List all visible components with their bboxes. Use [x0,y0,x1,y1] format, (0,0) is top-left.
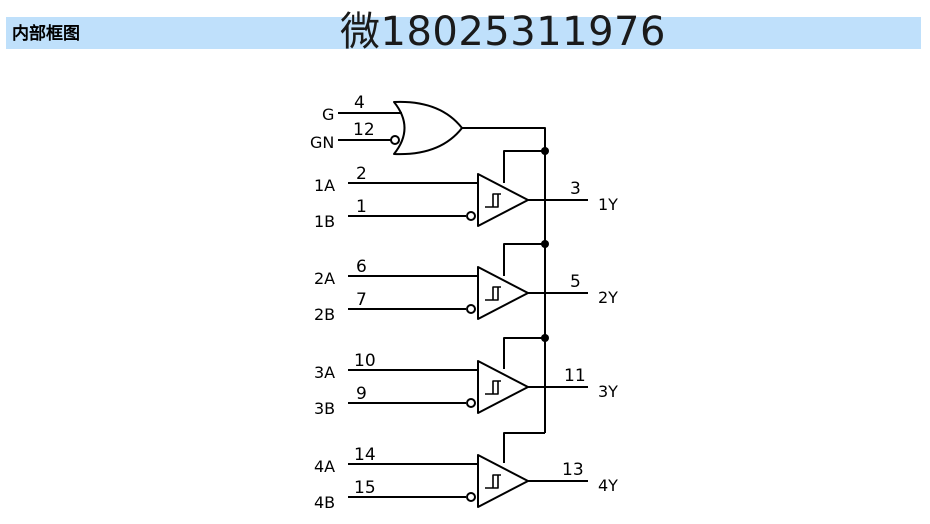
signal-label-y: 3Y [598,382,618,401]
header-banner [6,17,921,49]
enable-tap-4 [503,432,545,463]
pin-label-b: 7 [356,290,367,310]
buffer-triangle [477,360,529,414]
junction-dot [541,240,549,248]
hysteresis-symbol [485,193,501,208]
signal-label-b: 4B [314,493,335,512]
b-inversion-bubble [466,492,476,502]
enable-bus [462,127,546,433]
signal-label-b: 3B [314,399,335,418]
signal-label-b: 1B [314,212,335,231]
junction-dot [541,334,549,342]
buffer-1 [348,173,588,227]
buffer-triangle [477,266,529,320]
pin-label-b: 1 [356,197,367,217]
section-title: 内部框图 [12,24,80,44]
buffer-triangle [477,454,529,508]
signal-label-y: 1Y [598,195,618,214]
enable-tap-1 [503,150,545,183]
pin-label-g: 4 [354,93,365,113]
buffer-3 [348,360,588,414]
junction-dot [541,147,549,155]
pin-label-gn: 12 [353,120,375,140]
contact-number: 微18025311976 [340,9,666,55]
buffer-4 [348,454,588,508]
signal-label-a: 2A [314,269,335,288]
pin-label-a: 14 [354,445,376,465]
pin-label-a: 10 [354,351,376,371]
pin-label-y: 3 [570,179,581,199]
signal-label-a: 3A [314,363,335,382]
gn-inversion-bubble [390,135,400,145]
pin-label-b: 15 [354,478,376,498]
pin-label-a: 6 [356,257,367,277]
b-inversion-bubble [466,304,476,314]
pin-label-b: 9 [356,384,367,404]
signal-label-b: 2B [314,305,335,324]
hysteresis-symbol [485,380,501,395]
buffer-triangle [477,173,529,227]
buffer-2 [348,266,588,320]
signal-label-y: 2Y [598,288,618,307]
pin-label-y: 13 [562,460,584,480]
signal-label-gn: GN [310,133,334,152]
enable-tap-3 [503,337,545,369]
signal-label-a: 1A [314,176,335,195]
pin-label-a: 2 [356,164,367,184]
enable-tap-2 [503,243,545,276]
b-inversion-bubble [466,398,476,408]
or-gate [393,100,463,156]
b-inversion-bubble [466,211,476,221]
signal-label-y: 4Y [598,476,618,495]
signal-label-g: G [322,105,334,124]
signal-label-a: 4A [314,457,335,476]
pin-label-y: 11 [564,366,586,386]
hysteresis-symbol [485,474,501,489]
hysteresis-symbol [485,286,501,301]
pin-label-y: 5 [570,272,581,292]
